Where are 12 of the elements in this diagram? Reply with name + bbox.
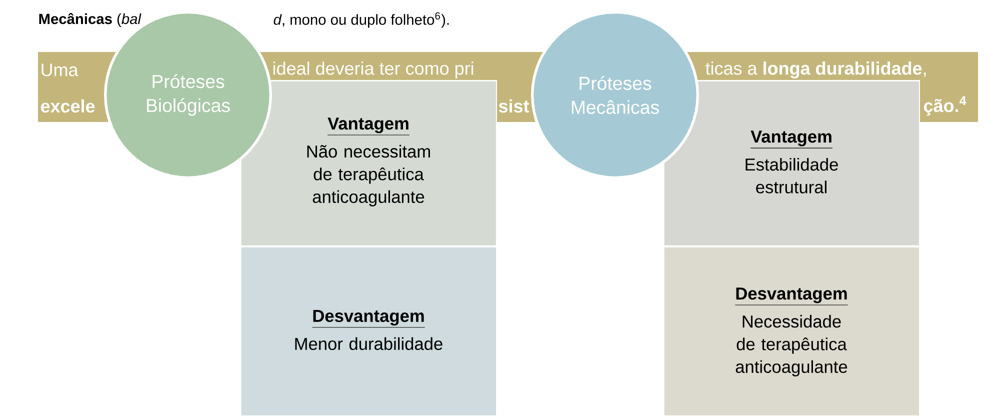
box-heading: Desvantagem [312,310,426,328]
box-text: Menor durabilidade [295,337,442,350]
box-heading: Vantagem [750,130,833,148]
box-text: Estabilidade estrutural [746,158,838,194]
info-box [240,246,498,416]
box-text: Necessidade de terapêutica anticoagulante [736,314,848,376]
caption-text: d, mono ou duplo folheto$^{6}$). [274,12,449,28]
info-box [663,246,920,416]
info-box [240,80,498,247]
info-box [663,80,920,247]
box-heading: Desvantagem [734,288,848,306]
box-text: Não necessitam de terapêutica anticoagulante [307,144,430,206]
